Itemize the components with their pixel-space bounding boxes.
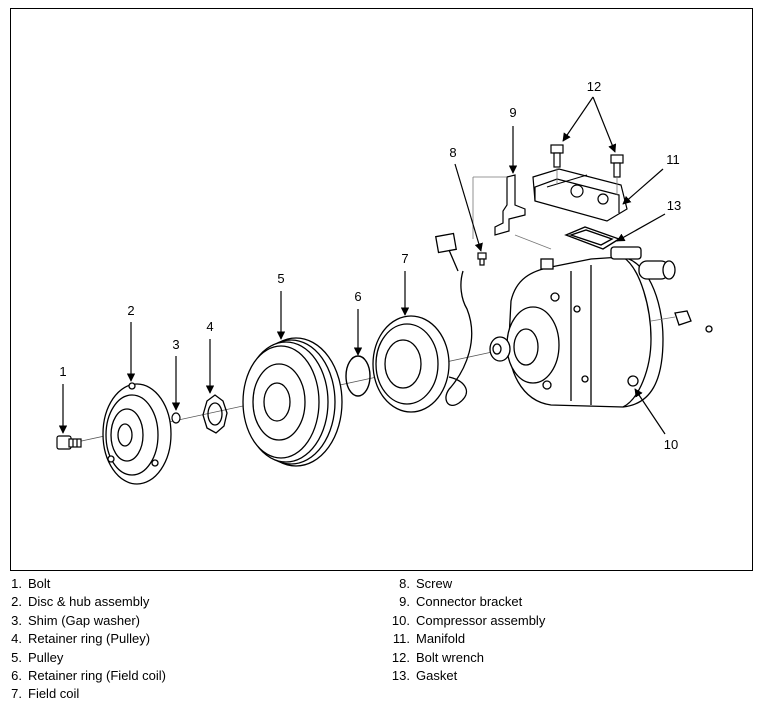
legend-item: 11. Manifold	[388, 630, 545, 648]
callout-6: 6	[354, 289, 361, 304]
field-coil-part	[372, 232, 473, 413]
legend-label: Manifold	[416, 631, 466, 647]
legend-label: Compressor assembly	[416, 612, 546, 628]
pulley-part	[242, 337, 343, 467]
legend-column-right: 8. Screw 9. Connector bracket 10. Compresso…	[388, 575, 545, 685]
legend-number: 8.	[399, 576, 410, 591]
legend-number: 2.	[11, 594, 22, 610]
legend-number: 11.	[392, 631, 410, 647]
callout-12: 12	[587, 79, 601, 94]
bolt-part	[56, 435, 82, 450]
legend-label: Screw	[416, 576, 453, 591]
callout-5: 5	[277, 271, 284, 286]
legend-item: 3. Shim (Gap washer)	[10, 612, 166, 630]
screw-part	[477, 252, 487, 266]
legend-label: Shim (Gap washer)	[28, 612, 140, 628]
shim-part	[171, 412, 181, 424]
retainer-ring-coil-part	[345, 355, 371, 397]
manifold-part	[532, 168, 628, 222]
diagram-drawing: 1 2 3 4 5 6 7 8 9 10 11 12 13	[56, 79, 713, 485]
retainer-ring-pulley-part	[202, 394, 228, 434]
legend-number: 5.	[11, 649, 22, 665]
legend-label: Pulley	[28, 649, 64, 665]
callout-8: 8	[449, 145, 456, 160]
callout-4: 4	[206, 319, 213, 334]
legend-number: 6.	[11, 668, 22, 684]
callout-3: 3	[172, 337, 179, 352]
legend-item: 13. Gasket	[388, 667, 545, 685]
compressor-part	[489, 246, 713, 408]
legend-item: 9. Connector bracket	[388, 593, 545, 611]
legend-item: 7. Field coil	[10, 685, 166, 703]
legend-number: 10.	[391, 612, 410, 628]
legend-number: 1.	[11, 576, 22, 591]
legend-number: 13.	[391, 668, 410, 684]
legend-number: 12.	[391, 649, 410, 665]
parts-legend: 1. Bolt 2. Disc & hub assembly 3. Shim (Gap…	[10, 575, 753, 705]
legend-label: Bolt wrench	[416, 649, 484, 665]
legend-number: 7.	[11, 686, 22, 702]
legend-label: Retainer ring (Field coil)	[28, 668, 166, 684]
legend-item: 4. Retainer ring (Pulley)	[10, 630, 166, 648]
exploded-diagram: 1 2 3 4 5 6 7 8 9 10 11 12 13	[10, 8, 753, 571]
disc-hub-part	[102, 382, 172, 485]
legend-item: 2. Disc & hub assembly	[10, 593, 166, 611]
callout-2: 2	[127, 303, 134, 318]
legend-column-left: 1. Bolt 2. Disc & hub assembly 3. Shim (Gap…	[10, 575, 166, 704]
legend-number: 9.	[399, 594, 410, 610]
legend-label: Field coil	[28, 686, 80, 702]
legend-number: 4.	[11, 631, 22, 647]
legend-label: Retainer ring (Pulley)	[28, 631, 151, 647]
legend-item: 1. Bolt	[10, 575, 166, 593]
legend-item: 5. Pulley	[10, 649, 166, 667]
legend-item: 10. Compressor assembly	[388, 612, 545, 630]
callout-arrows	[58, 96, 666, 435]
callout-10: 10	[664, 437, 678, 452]
legend-item: 12. Bolt wrench	[388, 649, 545, 667]
callout-7: 7	[401, 251, 408, 266]
callout-1: 1	[59, 364, 66, 379]
bolt-wrench-part	[550, 144, 624, 195]
callout-9: 9	[509, 105, 516, 120]
callout-11: 11	[666, 152, 680, 167]
legend-label: Connector bracket	[416, 594, 523, 610]
connector-bracket-part	[472, 174, 552, 250]
legend-item: 6. Retainer ring (Field coil)	[10, 667, 166, 685]
legend-label: Bolt	[28, 576, 51, 591]
legend-item: 8. Screw	[388, 575, 545, 593]
legend-label: Disc & hub assembly	[28, 594, 150, 610]
legend-number: 3.	[11, 612, 22, 628]
legend-label: Gasket	[416, 668, 458, 684]
gasket-part	[564, 226, 621, 250]
callout-13: 13	[667, 198, 681, 213]
